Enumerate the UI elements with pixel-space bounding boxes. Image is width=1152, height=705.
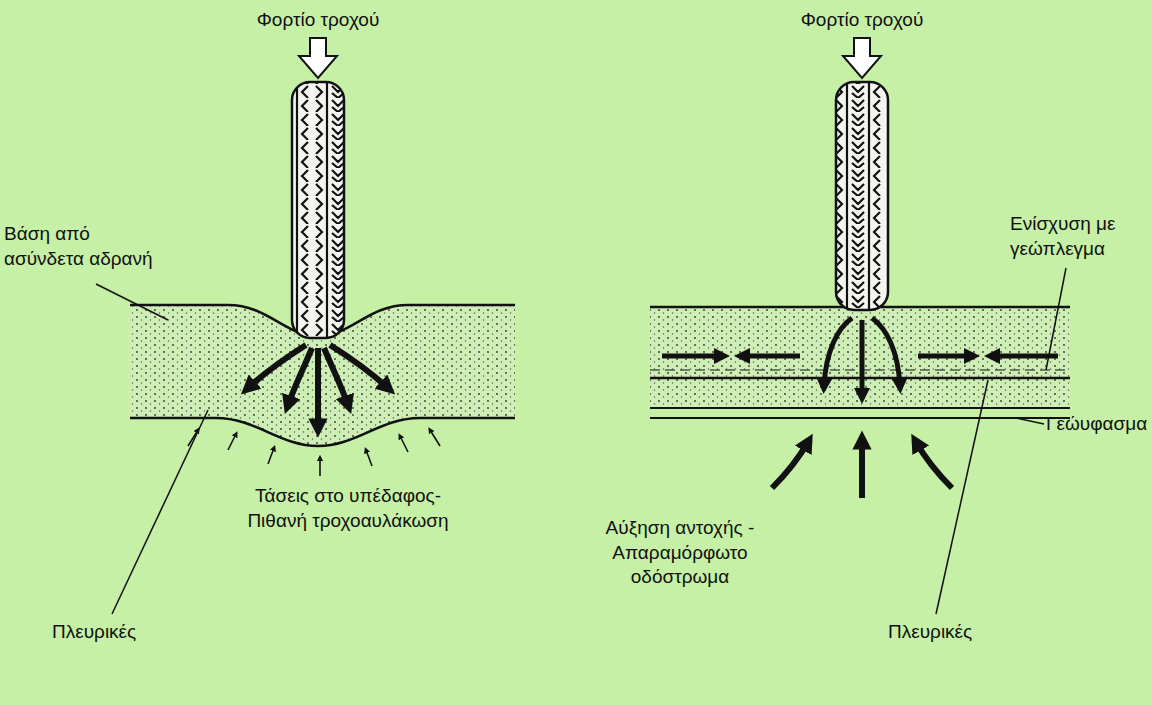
stress-arrows (824, 318, 900, 396)
load-arrow (299, 38, 337, 78)
tire (292, 82, 344, 338)
load-arrow (843, 38, 881, 78)
leader-line (96, 284, 168, 320)
geotextile-label: Γεώυφασμα (1046, 412, 1148, 437)
leader-line (1016, 418, 1044, 424)
base-layer (650, 307, 1070, 408)
leader-line (112, 410, 208, 614)
load-label: Φορτίο τροχού (218, 8, 418, 33)
geogrid-label: Ενίσχυση με γεώπλεγμα (1010, 212, 1148, 261)
base-bottom-line (130, 418, 515, 446)
lateral-label: Πλευρικές (888, 620, 1008, 645)
geotextile (650, 417, 1070, 419)
base-bottom-line (650, 407, 1070, 409)
base-label: Βάση από ασύνδετα αδρανή (4, 222, 169, 271)
strength-label: Αύξηση αντοχής - Απαραμόρφωτο οδόστρωμα (585, 516, 775, 590)
tire (836, 82, 888, 310)
stress-arrows (248, 345, 388, 428)
load-label: Φορτίο τροχού (762, 8, 962, 33)
subgrade-stress-arrows (188, 430, 440, 476)
leader-line (936, 380, 988, 614)
leader-line (1046, 268, 1066, 370)
subgrade-stress-label: Τάσεις στο υπέδαφος- Πιθανή τροχοαυλάκωσ… (228, 484, 468, 533)
lateral-label: Πλευρικές (52, 620, 172, 645)
bearing-arrows (772, 440, 952, 498)
